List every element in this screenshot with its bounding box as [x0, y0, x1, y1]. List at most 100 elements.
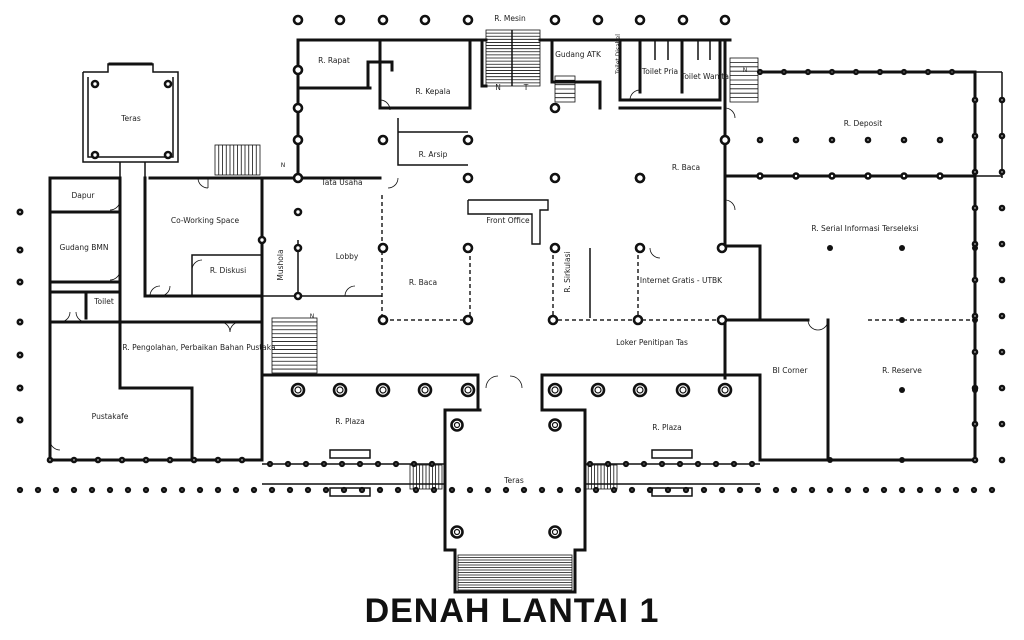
column-perimeter: [556, 486, 564, 494]
column-teras-inner: [551, 528, 559, 536]
column: [377, 134, 389, 146]
door-lobby: [344, 285, 356, 297]
column-plaza: [547, 382, 563, 398]
column: [549, 172, 561, 184]
column-small: [16, 246, 24, 254]
label-teras-nw: Teras: [120, 114, 141, 123]
column-small: [16, 351, 24, 359]
column-perimeter: [304, 486, 312, 494]
column: [632, 314, 644, 326]
column-perimeter: [16, 486, 24, 494]
column-perimeter: [196, 486, 204, 494]
column-perimeter: [970, 486, 978, 494]
column-perimeter: [250, 486, 258, 494]
column-small: [828, 136, 836, 144]
column-perimeter: [322, 486, 330, 494]
room-labels: R. Mesin Gudang ATK Toilet Disabel Toile…: [59, 14, 922, 485]
column-perimeter: [844, 486, 852, 494]
column-small: [924, 68, 932, 76]
column-small: [16, 318, 24, 326]
column-perimeter: [790, 486, 798, 494]
column-perimeter: [232, 486, 240, 494]
column-small: [586, 460, 594, 468]
label-dapur: Dapur: [72, 191, 96, 200]
column-plaza: [460, 382, 476, 398]
column-small: [658, 460, 666, 468]
door-dapur: [109, 199, 121, 211]
column-perimeter: [754, 486, 762, 494]
wall-teras-main: [443, 373, 587, 594]
column-small: [428, 460, 436, 468]
column: [549, 242, 561, 254]
wall-kepala: [378, 38, 472, 110]
column-small: [864, 172, 872, 180]
wall-arsip: [397, 118, 468, 166]
label-r-reserve: R. Reserve: [882, 366, 922, 375]
columns: [16, 14, 1006, 539]
column-small: [604, 460, 612, 468]
column-plaza: [675, 382, 691, 398]
column-small: [948, 68, 956, 76]
column-perimeter: [664, 486, 672, 494]
walls: [48, 38, 1003, 594]
wall-plaza-e: [540, 373, 762, 462]
label-tata-usaha: Tata Usaha: [320, 178, 362, 187]
column: [257, 235, 267, 245]
column-small: [900, 136, 908, 144]
column-plaza: [417, 382, 433, 398]
column-plaza: [590, 382, 606, 398]
door-diskusi: [191, 259, 203, 271]
column-perimeter: [646, 486, 654, 494]
column-teras-nw: [90, 79, 100, 89]
column: [462, 314, 474, 326]
column-small: [900, 68, 908, 76]
doors: [49, 89, 829, 451]
column-dot: [899, 317, 905, 323]
label-toilet-pria: Toilet Pria: [641, 67, 678, 76]
column-perimeter: [952, 486, 960, 494]
column-perimeter: [340, 486, 348, 494]
door-pengolahan: [219, 321, 241, 333]
column-perimeter: [574, 486, 582, 494]
door-kepala: [379, 99, 391, 111]
door-toilet-pria: [629, 89, 641, 101]
column-small: [936, 136, 944, 144]
mark-t: T: [523, 83, 529, 92]
column-perimeter: [628, 486, 636, 494]
column: [462, 172, 474, 184]
column-perimeter: [916, 486, 924, 494]
column-small: [780, 68, 788, 76]
label-coworking: Co-Working Space: [171, 216, 240, 225]
mark-north-3: N: [310, 313, 315, 320]
column: [462, 14, 474, 26]
column-perimeter: [88, 486, 96, 494]
column-teras-nw: [163, 150, 173, 160]
column-small: [730, 460, 738, 468]
column: [634, 242, 646, 254]
column: [719, 14, 731, 26]
label-front-office: Front Office: [486, 216, 530, 225]
column-perimeter: [736, 486, 744, 494]
column-perimeter: [430, 486, 438, 494]
wall-toilets: [618, 38, 722, 102]
label-mushola: Mushola: [276, 249, 285, 280]
column: [292, 102, 304, 114]
column: [549, 102, 561, 114]
column-small: [998, 276, 1006, 284]
column: [292, 134, 304, 146]
label-r-plaza-e: R. Plaza: [652, 423, 681, 432]
column-perimeter: [124, 486, 132, 494]
plan-title: DENAH LANTAI 1: [364, 592, 660, 630]
column-small: [828, 172, 836, 180]
column-small: [392, 460, 400, 468]
wall-coworking-bottom: [143, 176, 264, 298]
wall-mesin: [480, 38, 488, 88]
column-perimeter: [592, 486, 600, 494]
column-perimeter: [268, 486, 276, 494]
wall-teras-nw: [82, 63, 179, 163]
column-plaza: [632, 382, 648, 398]
wall-teras-nw-inner: [87, 77, 174, 158]
label-r-diskusi: R. Diskusi: [210, 266, 246, 275]
column-small: [190, 456, 198, 464]
column-small: [998, 384, 1006, 392]
